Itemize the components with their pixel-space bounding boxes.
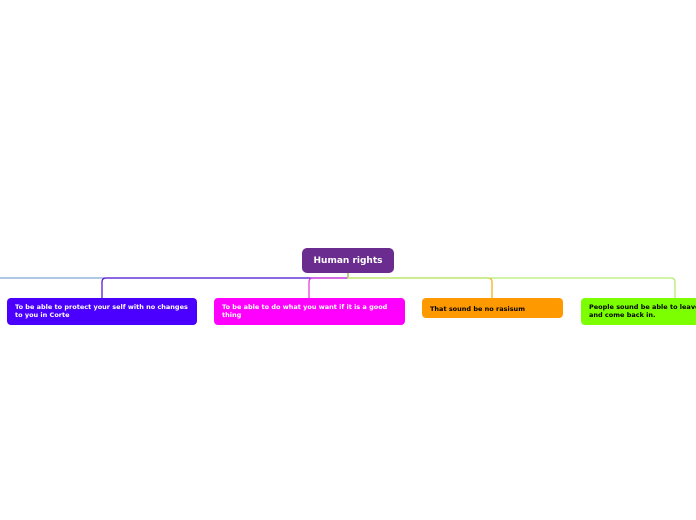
connector-branch-3 — [347, 273, 493, 298]
central-topic-label: Human rights — [313, 255, 383, 266]
connector-branch-4 — [347, 273, 676, 298]
branch-topic-label: That sound be no rasisum — [430, 305, 525, 313]
branch-topic-do-what-you-want[interactable]: To be able to do what you want if it is … — [214, 298, 405, 325]
branch-topic-label: To be able to do what you want if it is … — [222, 303, 388, 319]
connector-branch-1 — [101, 273, 349, 298]
connector-offscreen — [0, 273, 349, 279]
branch-topic-leave-and-come-back[interactable]: People sound be able to leave and come b… — [581, 298, 696, 325]
branch-topic-label: People sound be able to leave and come b… — [589, 303, 696, 319]
branch-topic-no-rasisum[interactable]: That sound be no rasisum — [422, 298, 563, 318]
branch-topic-protect-self[interactable]: To be able to protect your self with no … — [7, 298, 197, 325]
branch-topic-label: To be able to protect your self with no … — [15, 303, 188, 319]
central-topic[interactable]: Human rights — [302, 248, 394, 273]
connector-branch-2 — [308, 273, 349, 298]
